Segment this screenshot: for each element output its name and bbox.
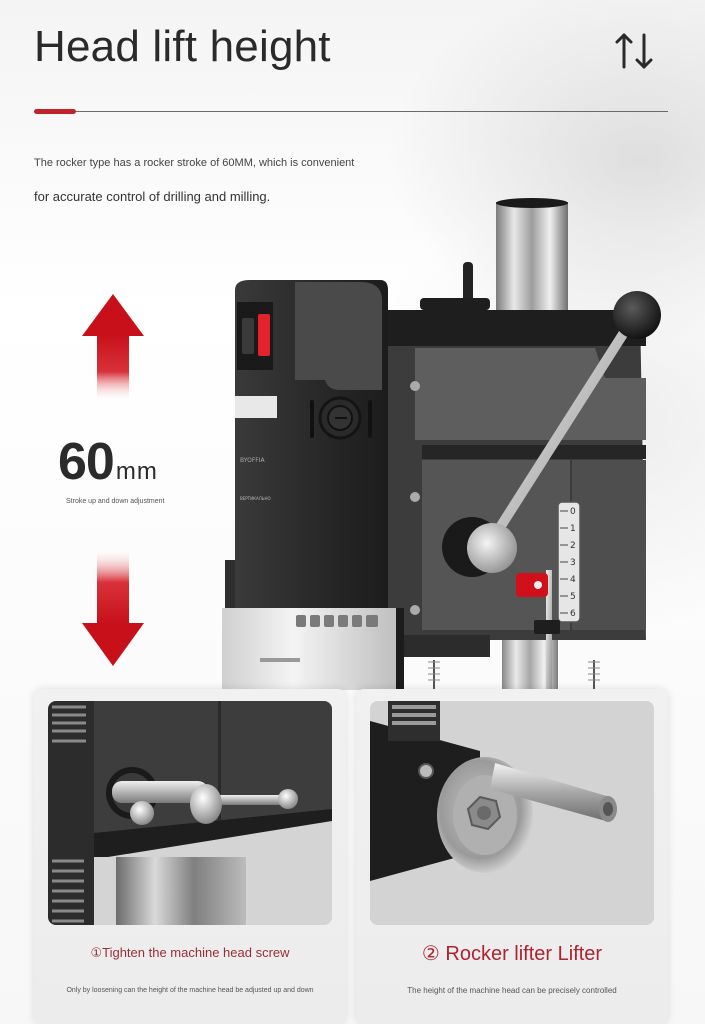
rocker-handwheel-closeup-illustration xyxy=(370,701,654,925)
scale-tick-0: 0 xyxy=(570,507,576,517)
page-title: Head lift height xyxy=(34,22,331,71)
header-divider-accent xyxy=(34,109,76,114)
svg-text:ВЕРТИКАЛЬНО: ВЕРТИКАЛЬНО xyxy=(240,496,271,501)
down-arrow-icon xyxy=(82,548,144,666)
card-subtitle: Only by loosening can the height of the … xyxy=(66,987,314,994)
drill-press-machine-illustration: 0 1 2 3 4 5 6 BYOFFIA В xyxy=(222,198,661,710)
svg-text:2: 2 xyxy=(570,541,576,551)
svg-text:3: 3 xyxy=(570,558,576,568)
stroke-caption: Stroke up and down adjustment xyxy=(66,498,165,505)
description-line-2: for accurate control of drilling and mil… xyxy=(34,189,271,204)
header-divider xyxy=(34,111,668,112)
stroke-number: 60 xyxy=(58,433,115,491)
card-subtitle: The height of the machine head can be pr… xyxy=(407,986,617,995)
card-title: ② Rocker lifter Lifter xyxy=(421,943,603,965)
card-image-rocker-lifter xyxy=(370,701,654,925)
up-arrow-icon xyxy=(82,294,144,402)
description-line-1: The rocker type has a rocker stroke of 6… xyxy=(34,157,355,169)
svg-text:1: 1 xyxy=(570,524,576,534)
svg-text:6: 6 xyxy=(570,609,576,619)
card-title: ①Tighten the machine head screw xyxy=(90,945,290,960)
head-screw-closeup-illustration xyxy=(48,701,332,925)
stroke-value: 60mm xyxy=(58,432,158,502)
svg-text:BYOFFIA: BYOFFIA xyxy=(240,457,266,464)
feature-card-tighten-screw: ①Tighten the machine head screw Only by … xyxy=(34,689,346,1024)
stroke-unit: mm xyxy=(115,458,158,485)
card-image-head-screw xyxy=(48,701,332,925)
feature-card-rocker-lifter: ② Rocker lifter Lifter The height of the… xyxy=(356,689,668,1024)
up-down-arrows-icon xyxy=(615,33,653,69)
svg-text:4: 4 xyxy=(570,575,576,585)
svg-text:5: 5 xyxy=(570,592,576,602)
